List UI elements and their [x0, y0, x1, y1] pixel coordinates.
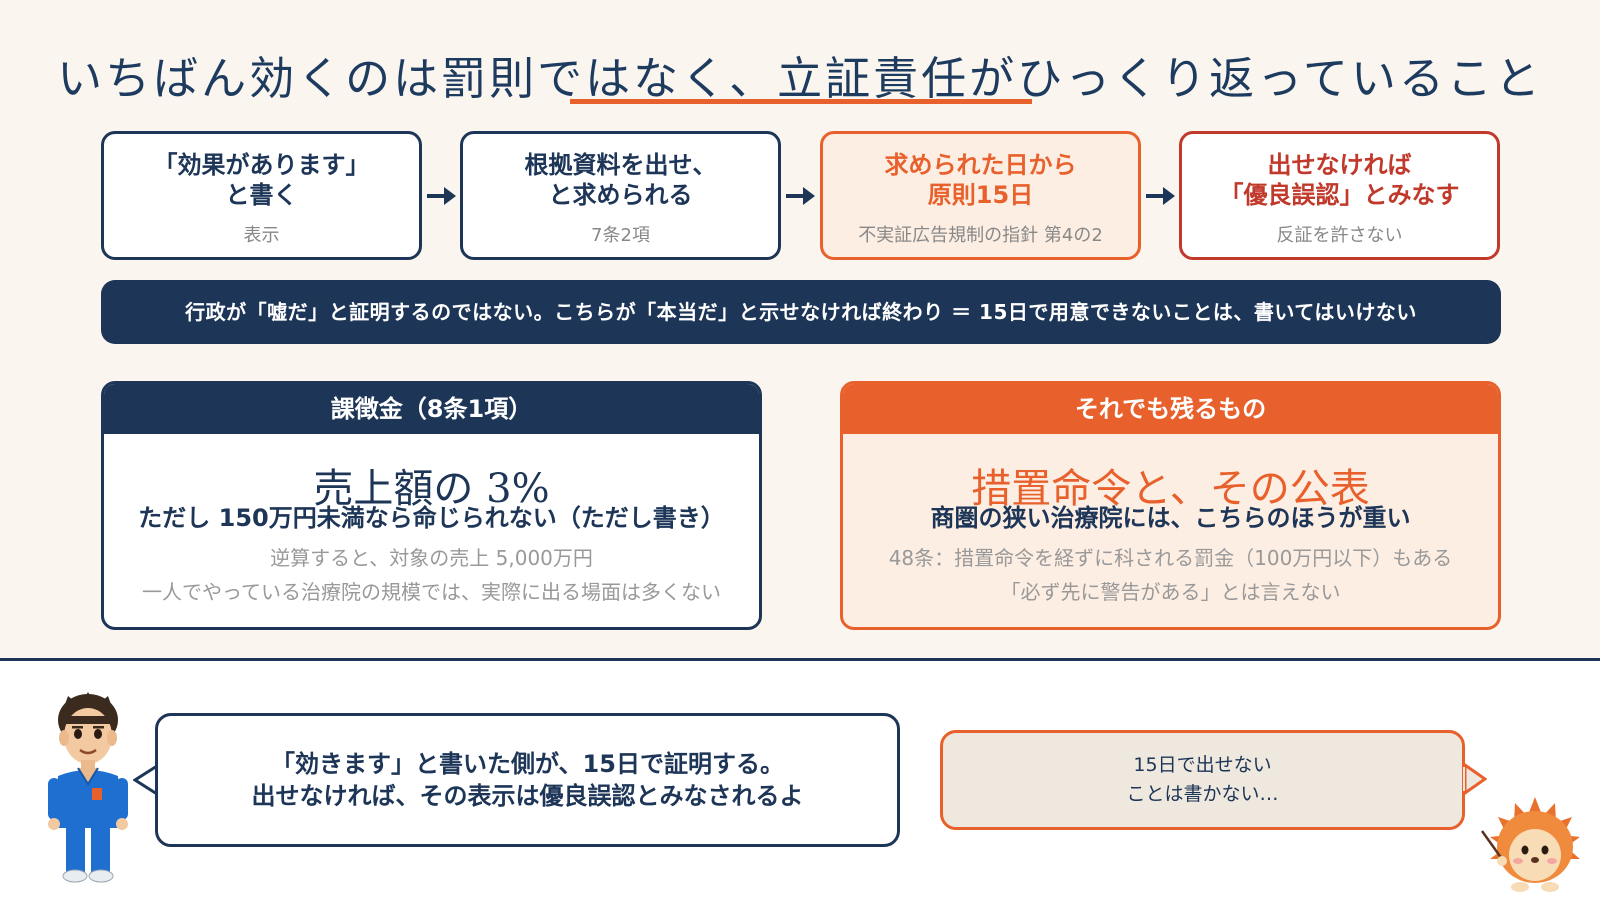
step-4-main: 出せなければ 「優良誤認」とみなす	[1219, 151, 1460, 209]
section-divider	[0, 658, 1600, 661]
remaining-panel-header: それでも残るもの	[843, 384, 1498, 434]
title-underline	[570, 99, 1032, 104]
hedgehog-speech-line-1: 15日で出せない	[1133, 754, 1272, 776]
summary-banner: 行政が「嘘だ」と証明するのではない。こちらが「本当だ」と示せなければ終わり ＝ …	[101, 280, 1501, 344]
arrow-right-icon	[1146, 187, 1175, 205]
step-2-card: 根拠資料を出せ、 と求められる 7条2項	[460, 131, 781, 260]
surcharge-condition: ただし 150万円未満なら命じられない（ただし書き）	[138, 504, 725, 532]
step-3-main: 求められた日から 原則15日	[884, 151, 1077, 209]
doctor-avatar	[48, 692, 128, 883]
remaining-emphasis: 商圏の狭い治療院には、こちらのほうが重い	[930, 504, 1411, 532]
step-4-sub: 反証を許さない	[1276, 225, 1403, 246]
step-3-card: 求められた日から 原則15日 不実証広告規制の指針 第4の2	[820, 131, 1141, 260]
surcharge-rate: 売上額の 3%	[313, 466, 550, 512]
doctor-speech-line-1: 「効きます」と書いた側が、15日で証明する。	[271, 750, 784, 778]
arrow-right-icon	[427, 187, 456, 205]
step-2-main: 根拠資料を出せ、 と求められる	[524, 151, 717, 209]
step-2-sub: 7条2項	[591, 225, 650, 246]
surcharge-note-1: 逆算すると、対象の売上 5,000万円	[270, 546, 593, 570]
remaining-main: 措置命令と、その公表	[971, 466, 1370, 512]
doctor-speech-bubble: 「効きます」と書いた側が、15日で証明する。 出せなければ、その表示は優良誤認と…	[155, 713, 900, 847]
step-1-card: 「効果があります」 と書く 表示	[101, 131, 422, 260]
surcharge-panel-header: 課徴金（8条1項）	[104, 384, 759, 434]
remaining-note-1: 48条：措置命令を経ずに科される罰金（100万円以下）もある	[888, 546, 1453, 570]
hedgehog-speech-line-2: ことは書かない…	[1126, 783, 1279, 805]
page-title: いちばん効くのは罰則ではなく、立証責任がひっくり返っていること	[57, 52, 1543, 105]
step-3-sub: 不実証広告規制の指針 第4の2	[858, 225, 1103, 246]
surcharge-note-2: 一人でやっている治療院の規模では、実際に出る場面は多くない	[142, 580, 721, 604]
remaining-note-2: 「必ず先に警告がある」とは言えない	[1000, 580, 1341, 604]
doctor-speech-line-2: 出せなければ、その表示は優良誤認とみなされるよ	[251, 782, 804, 810]
step-1-main: 「効果があります」 と書く	[153, 151, 370, 209]
hedgehog-speech-bubble: 15日で出せない ことは書かない…	[940, 730, 1465, 830]
step-4-card: 出せなければ 「優良誤認」とみなす 反証を許さない	[1179, 131, 1500, 260]
arrow-right-icon	[786, 187, 815, 205]
surcharge-panel: 課徴金（8条1項） 売上額の 3% ただし 150万円未満なら命じられない（ただ…	[101, 381, 762, 630]
step-1-sub: 表示	[243, 225, 280, 246]
remaining-panel: それでも残るもの 措置命令と、その公表 商圏の狭い治療院には、こちらのほうが重い…	[840, 381, 1501, 630]
hedgehog-avatar	[1480, 797, 1580, 892]
speech-tail-right	[1463, 763, 1487, 795]
